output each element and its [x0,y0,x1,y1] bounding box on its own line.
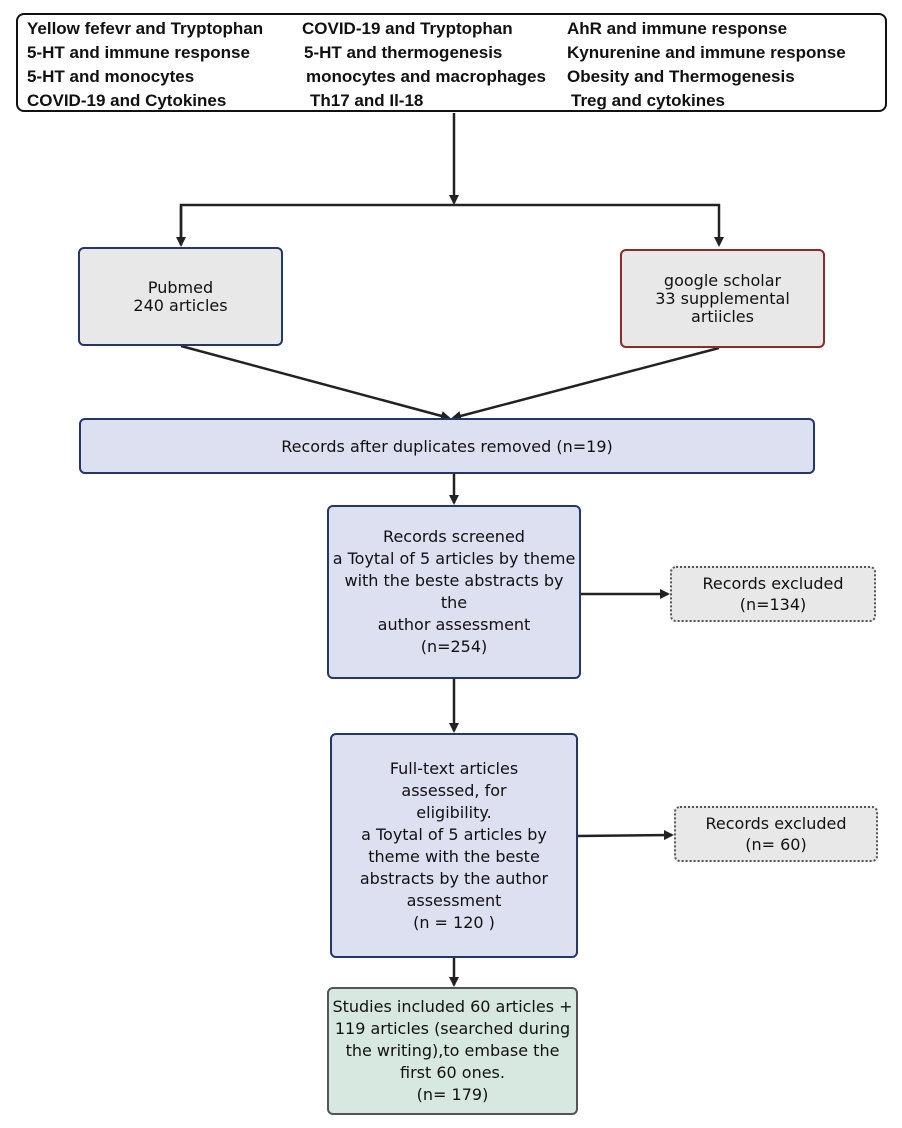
search-term: 5-HT and thermogenesis [304,43,503,62]
search-term: COVID-19 and Cytokines [27,91,227,110]
split-connector [179,203,724,247]
search-term: monocytes and macrophages [306,67,546,86]
search-term: Kynurenine and immune response [567,43,846,62]
records-screened-box: Records screened a Toytal of 5 articles … [327,505,581,679]
search-terms-box: Yellow fefevr and Tryptophan 5-HT and im… [16,13,887,112]
search-term: 5-HT and immune response [27,43,250,62]
search-term: COVID-19 and Tryptophan [302,19,513,38]
google-scholar-box: google scholar 33 supplemental artiicles [620,249,825,348]
studies-included-box: Studies included 60 articles + 119 artic… [327,987,578,1115]
search-term: 5-HT and monocytes [27,67,195,86]
search-term: Treg and cytokines [571,91,725,110]
pubmed-box: Pubmed 240 articles [78,247,283,346]
full-text-assessed-box: Full-text articles assessed, for eligibi… [330,733,578,958]
records-excluded-box: Records excluded (n=134) [670,566,876,622]
search-term: AhR and immune response [567,19,788,38]
search-term: Yellow fefevr and Tryptophan [27,19,264,38]
search-term: Obesity and Thermogenesis [567,67,795,86]
arrow-scholar-to-merge [451,346,720,421]
arrow-fulltext-to-excluded [576,830,674,841]
arrow-pubmed-to-merge [180,344,451,421]
duplicates-removed-box: Records after duplicates removed (n=19) [79,418,815,474]
records-excluded-box: Records excluded (n= 60) [674,806,878,862]
search-term: Th17 and Il-18 [310,91,424,110]
